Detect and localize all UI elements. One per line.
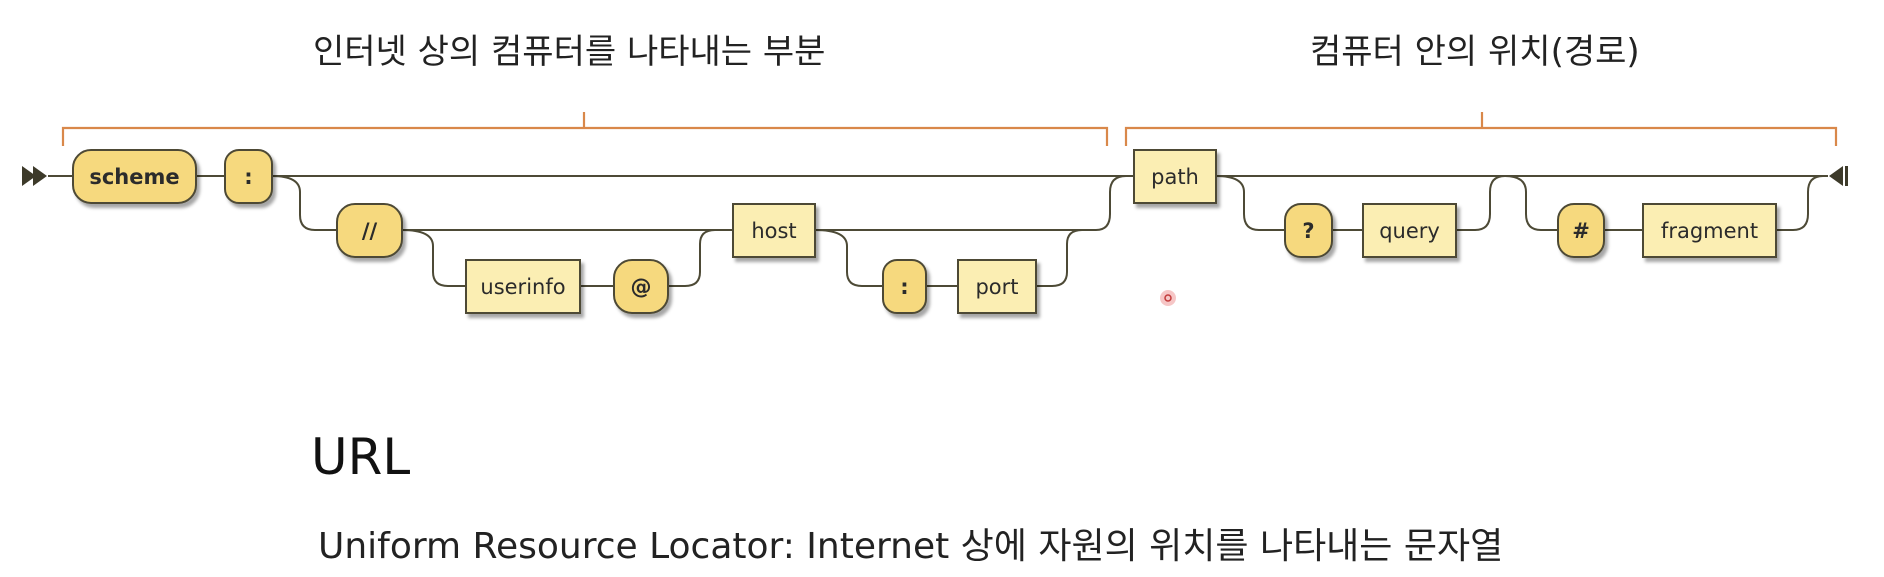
terminal-hash-text: # bbox=[1572, 219, 1590, 243]
page-title: URL bbox=[311, 428, 411, 486]
nonterminal-query-text: query bbox=[1379, 219, 1440, 243]
nonterminal-host: host bbox=[732, 203, 816, 258]
host-section-label: 인터넷 상의 컴퓨터를 나타내는 부분 bbox=[313, 32, 826, 72]
terminal-colon-port: : bbox=[882, 259, 927, 314]
terminal-colon-port-text: : bbox=[900, 275, 908, 299]
nonterminal-path: path bbox=[1133, 149, 1217, 204]
rail-lines bbox=[48, 175, 1828, 287]
right-bracket bbox=[1124, 112, 1838, 146]
nonterminal-fragment: fragment bbox=[1642, 203, 1777, 258]
cursor-dot bbox=[1160, 290, 1176, 306]
terminal-double-slash-text: // bbox=[362, 219, 378, 243]
nonterminal-port: port bbox=[957, 259, 1037, 314]
nonterminal-fragment-text: fragment bbox=[1661, 219, 1758, 243]
terminal-colon-scheme: : bbox=[224, 149, 273, 204]
nonterminal-host-text: host bbox=[751, 219, 796, 243]
terminal-hash: # bbox=[1557, 203, 1605, 258]
nonterminal-query: query bbox=[1362, 203, 1457, 258]
terminal-double-slash: // bbox=[336, 203, 403, 258]
nonterminal-userinfo-text: userinfo bbox=[480, 275, 565, 299]
nonterminal-path-text: path bbox=[1151, 165, 1199, 189]
terminal-scheme-text: scheme bbox=[89, 165, 179, 189]
terminal-question: ? bbox=[1284, 203, 1333, 258]
url-definition: Uniform Resource Locator: Internet 상에 자원… bbox=[318, 526, 1504, 567]
terminal-scheme: scheme bbox=[72, 149, 197, 204]
terminal-at: @ bbox=[613, 259, 669, 314]
nonterminal-userinfo: userinfo bbox=[465, 259, 581, 314]
nonterminal-port-text: port bbox=[975, 275, 1018, 299]
start-marker bbox=[22, 166, 47, 186]
terminal-colon-scheme-text: : bbox=[244, 165, 252, 189]
end-marker bbox=[1829, 166, 1848, 186]
terminal-question-text: ? bbox=[1302, 219, 1314, 243]
terminal-at-text: @ bbox=[631, 275, 652, 299]
left-bracket bbox=[61, 112, 1109, 146]
path-section-label: 컴퓨터 안의 위치(경로) bbox=[1310, 32, 1640, 72]
